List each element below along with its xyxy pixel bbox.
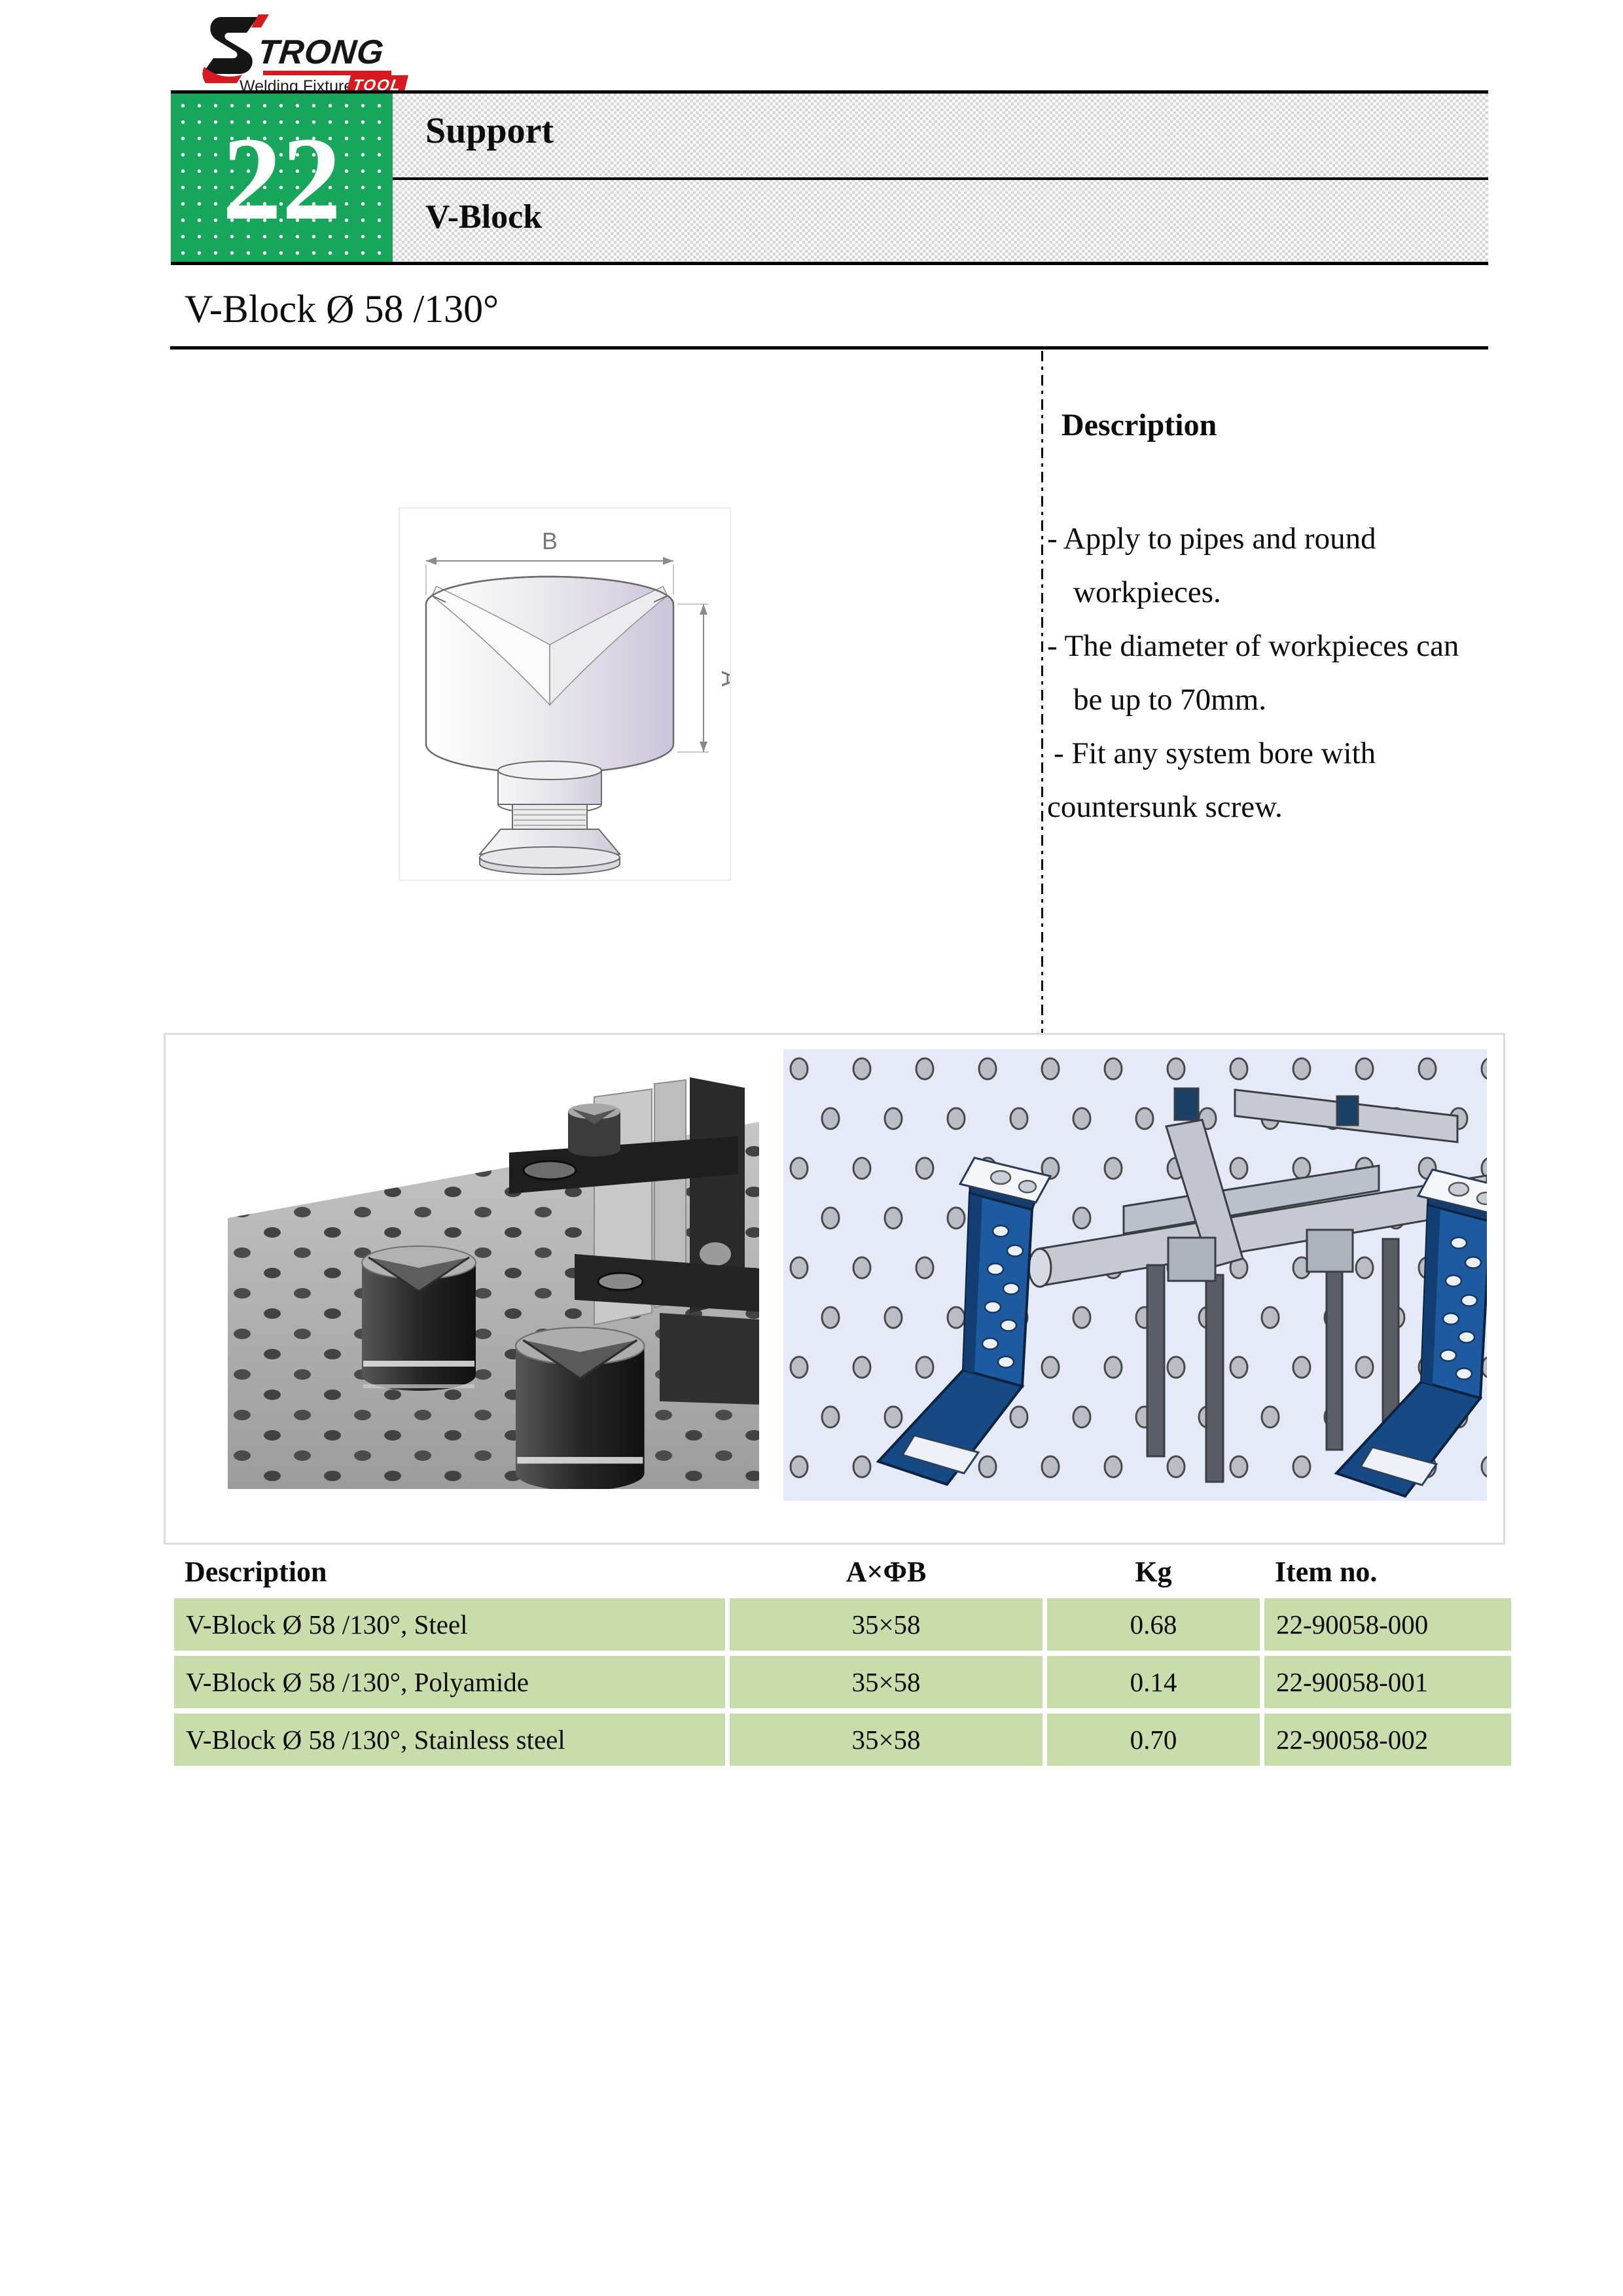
cell-weight: 0.70 <box>1047 1713 1260 1766</box>
logo-red-bar <box>263 71 391 75</box>
description-line: workpieces. <box>1073 575 1221 609</box>
title-underline <box>170 346 1488 350</box>
dim-label-b: B <box>542 528 558 554</box>
brand-s-icon <box>202 14 269 83</box>
cell-dimensions: 35×58 <box>730 1656 1043 1708</box>
band-bottom-rule <box>171 262 1488 265</box>
cell-item-no: 22-90058-000 <box>1264 1598 1511 1651</box>
product-photo-grayscale <box>228 1038 759 1489</box>
dim-label-a: A <box>717 671 730 687</box>
description-line: countersunk screw. <box>1047 790 1283 824</box>
chapter-subtitle: V-Block <box>425 198 543 236</box>
col-header-description: Description <box>185 1555 327 1588</box>
chapter-number-box: 22 <box>171 94 393 264</box>
col-header-item-no: Item no. <box>1275 1555 1378 1588</box>
description-line: - Apply to pipes and round <box>1047 522 1376 556</box>
cell-item-no: 22-90058-001 <box>1264 1656 1511 1708</box>
col-header-dimensions: A×ΦB <box>846 1555 927 1588</box>
chapter-number: 22 <box>222 113 342 245</box>
table-header-row: Description A×ΦB Kg Item no. <box>174 1550 1511 1593</box>
technical-drawing: B <box>399 507 743 881</box>
cell-dimensions: 35×58 <box>730 1598 1043 1651</box>
photos-panel <box>164 1033 1505 1545</box>
col-header-weight: Kg <box>1135 1555 1172 1588</box>
description-heading: Description <box>1061 408 1217 442</box>
description-line: - Fit any system bore with <box>1054 736 1376 770</box>
cell-description: V-Block Ø 58 /130°, Polyamide <box>174 1656 725 1708</box>
brand-logo: TRONG Welding Fixture TOOL <box>195 10 408 96</box>
spec-table: Description A×ΦB Kg Item no. V-Block Ø 5… <box>174 1550 1511 1766</box>
cell-weight: 0.68 <box>1047 1598 1260 1651</box>
cell-description: V-Block Ø 58 /130°, Stainless steel <box>174 1713 725 1766</box>
cell-item-no: 22-90058-002 <box>1264 1713 1511 1766</box>
cell-dimensions: 35×58 <box>730 1713 1043 1766</box>
v-block-drawing-svg: B <box>425 528 743 875</box>
table-row: V-Block Ø 58 /130°, Polyamide 35×58 0.14… <box>174 1656 1511 1708</box>
description-line: be up to 70mm. <box>1073 683 1267 717</box>
product-photo-application <box>783 1049 1487 1501</box>
cell-weight: 0.14 <box>1047 1656 1260 1708</box>
table-row: V-Block Ø 58 /130°, Steel 35×58 0.68 22-… <box>174 1598 1511 1651</box>
page-title: V-Block Ø 58 /130° <box>185 287 499 331</box>
band-top-rule <box>171 90 1488 94</box>
description-line: - The diameter of workpieces can <box>1047 629 1459 663</box>
brand-name: TRONG <box>255 33 386 71</box>
cell-description: V-Block Ø 58 /130°, Steel <box>174 1598 725 1651</box>
band-divider-rule <box>393 177 1488 180</box>
table-row: V-Block Ø 58 /130°, Stainless steel 35×5… <box>174 1713 1511 1766</box>
description-text: - Apply to pipes and round workpieces. -… <box>1047 512 1505 834</box>
dash-dot-divider <box>1041 351 1043 1033</box>
chapter-title: Support <box>425 111 554 151</box>
